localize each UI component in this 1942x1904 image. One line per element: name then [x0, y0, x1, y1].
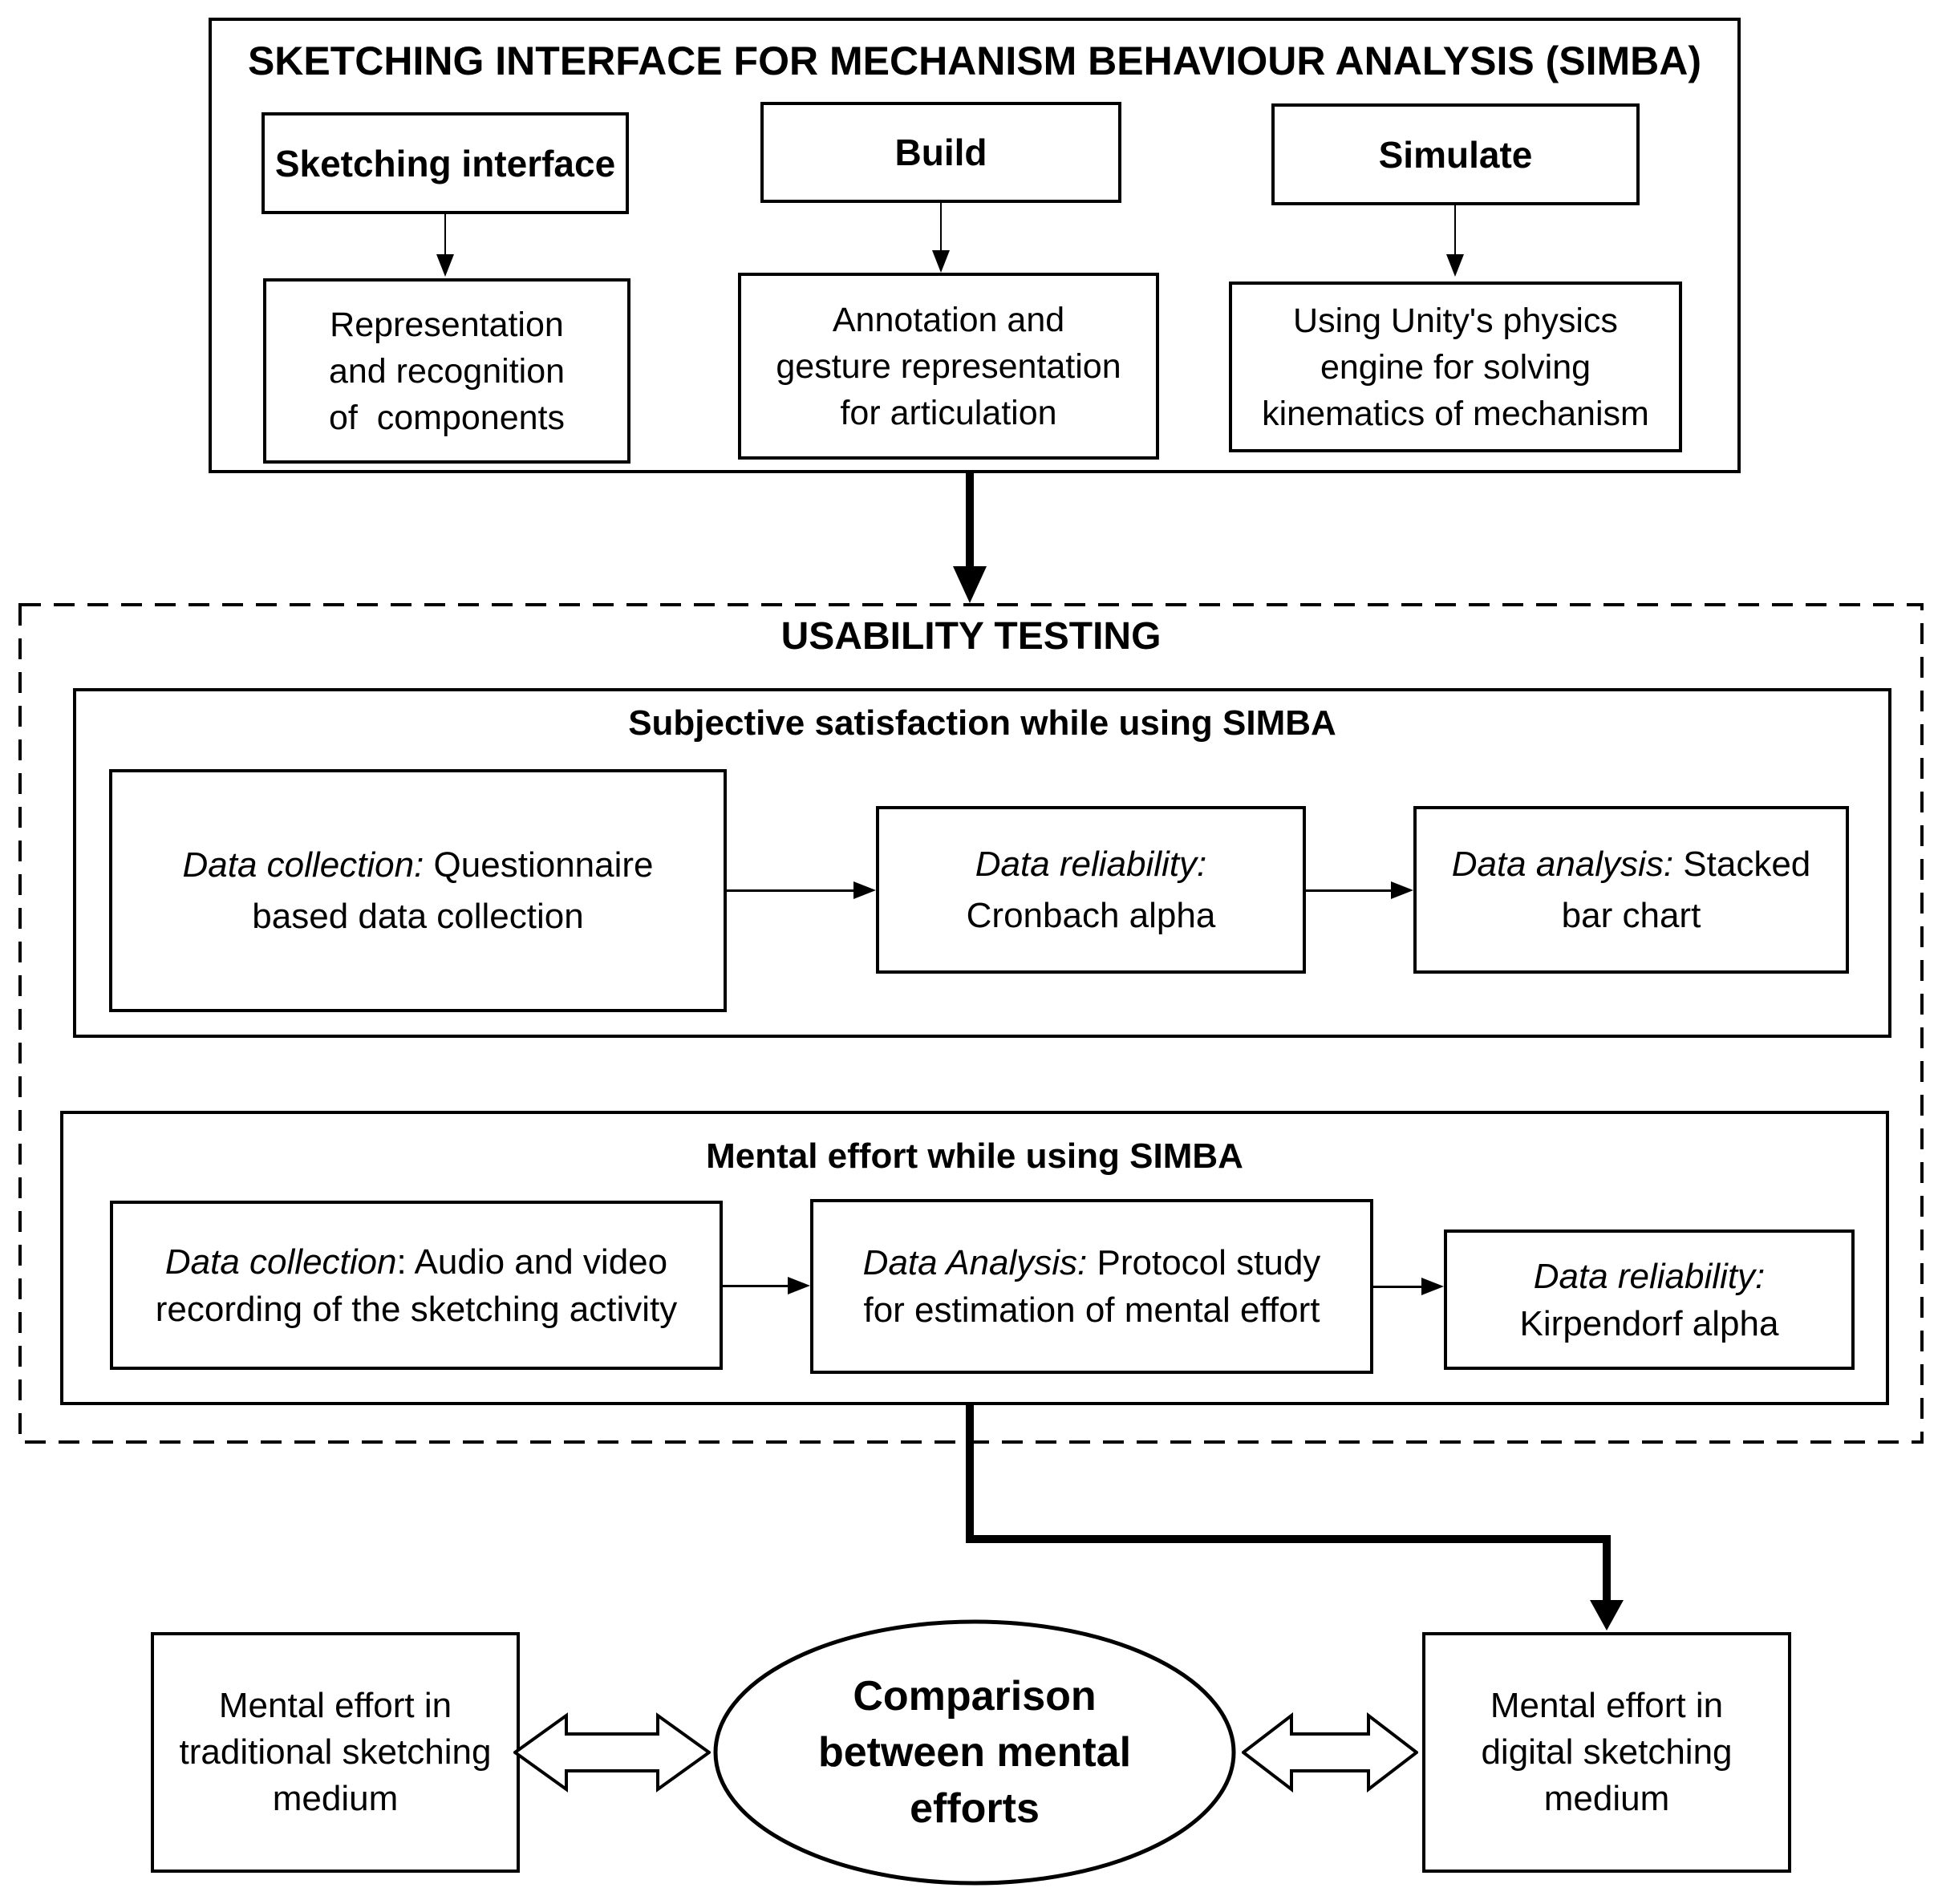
elbow-arrow-horizontal: [966, 1535, 1611, 1543]
elbow-arrow-head-icon: [1590, 1600, 1624, 1631]
mental-arrow2-head-icon: [1421, 1278, 1444, 1295]
header-label-sketching-interface: Sketching interface: [274, 142, 616, 184]
ellipse-line: efforts: [910, 1785, 1040, 1832]
step-line: Data Analysis: Protocol study: [862, 1243, 1321, 1282]
step-line: Data reliability:: [975, 844, 1207, 884]
subjective-data-collection-box: Data collection: Questionnaire based dat…: [109, 769, 727, 1012]
mental-arrow1-head-icon: [788, 1277, 810, 1294]
subjective-section-title: Subjective satisfaction while using SIMB…: [628, 703, 1336, 743]
traditional-medium-box: Mental effort in traditional sketching m…: [151, 1632, 520, 1873]
header-box-simulate: Simulate: [1271, 103, 1640, 205]
subjective-data-analysis-box: Data analysis: Stacked bar chart: [1413, 806, 1849, 974]
body-line: engine for solving: [1320, 347, 1591, 387]
subjective-arrow1-shaft: [727, 889, 853, 892]
subjective-data-reliability-box: Data reliability: Cronbach alpha: [876, 806, 1306, 974]
bottom-line: digital sketching: [1481, 1732, 1733, 1772]
arrow-build-shaft: [940, 203, 942, 250]
step-line: Data reliability:: [1533, 1256, 1766, 1296]
body-box-annotation: Annotation and gesture representation fo…: [738, 273, 1159, 460]
simba-title: SKETCHING INTERFACE FOR MECHANISM BEHAVI…: [247, 38, 1702, 83]
body-box-unity-physics: Using Unity's physics engine for solving…: [1229, 282, 1682, 452]
header-box-sketching-interface: Sketching interface: [262, 112, 629, 214]
step-line: for estimation of mental effort: [863, 1290, 1320, 1330]
arrow-simulate-head-icon: [1446, 254, 1464, 277]
step-line: Cronbach alpha: [966, 895, 1216, 935]
thick-arrow-simba-head-icon: [953, 566, 987, 603]
mental-data-collection-box: Data collection: Audio and video recordi…: [110, 1201, 723, 1370]
body-line: kinematics of mechanism: [1262, 394, 1649, 433]
step-line: based data collection: [252, 896, 584, 936]
body-line: and recognition: [328, 351, 566, 391]
arrow-sketching-head-icon: [436, 254, 454, 277]
double-arrow-left-icon: [513, 1712, 711, 1793]
bottom-line: medium: [272, 1779, 399, 1818]
arrow-simulate-shaft: [1454, 205, 1456, 254]
body-line: gesture representation: [776, 346, 1121, 386]
ellipse-line: Comparison: [853, 1673, 1097, 1720]
elbow-arrow-vertical1: [966, 1405, 974, 1543]
bottom-line: Mental effort in: [218, 1686, 452, 1725]
body-line: of components: [328, 398, 565, 437]
step-line: bar chart: [1561, 895, 1701, 935]
ellipse-line: between mental: [817, 1729, 1132, 1776]
bottom-line: traditional sketching: [179, 1732, 492, 1772]
body-line: Annotation and: [832, 300, 1065, 339]
mental-section-title: Mental effort while using SIMBA: [706, 1136, 1243, 1176]
bottom-line: medium: [1543, 1779, 1670, 1818]
step-line: Data collection: Audio and video: [164, 1242, 668, 1282]
thick-arrow-simba-shaft: [966, 473, 974, 568]
arrow-build-head-icon: [932, 250, 950, 273]
step-line: Kirpendorf alpha: [1519, 1303, 1779, 1343]
digital-medium-box: Mental effort in digital sketching mediu…: [1422, 1632, 1791, 1873]
mental-data-analysis-box: Data Analysis: Protocol study for estima…: [810, 1199, 1373, 1374]
header-label-build: Build: [894, 132, 987, 173]
subjective-arrow2-head-icon: [1391, 881, 1413, 899]
comparison-ellipse-text: Comparison between mental efforts: [712, 1618, 1237, 1886]
step-line: recording of the sketching activity: [155, 1289, 678, 1329]
step-line: Data collection: Questionnaire: [182, 845, 654, 885]
arrow-sketching-shaft: [444, 214, 446, 254]
body-line: for articulation: [840, 393, 1057, 432]
step-line: Data analysis: Stacked: [1451, 844, 1811, 884]
body-line: Representation: [330, 305, 564, 344]
mental-data-reliability-box: Data reliability: Kirpendorf alpha: [1444, 1229, 1855, 1370]
comparison-ellipse: [713, 1619, 1236, 1886]
usability-title: USABILITY TESTING: [780, 615, 1162, 658]
body-line: Using Unity's physics: [1293, 301, 1618, 340]
header-box-build: Build: [760, 102, 1121, 203]
body-box-representation: Representation and recognition of compon…: [263, 278, 630, 464]
header-label-simulate: Simulate: [1378, 133, 1533, 176]
bottom-line: Mental effort in: [1490, 1686, 1724, 1725]
mental-arrow1-shaft: [723, 1285, 788, 1287]
subjective-arrow2-shaft: [1306, 889, 1391, 892]
mental-arrow2-shaft: [1373, 1286, 1421, 1288]
subjective-arrow1-head-icon: [853, 881, 876, 899]
elbow-arrow-vertical2: [1603, 1535, 1611, 1600]
double-arrow-right-icon: [1242, 1712, 1418, 1793]
